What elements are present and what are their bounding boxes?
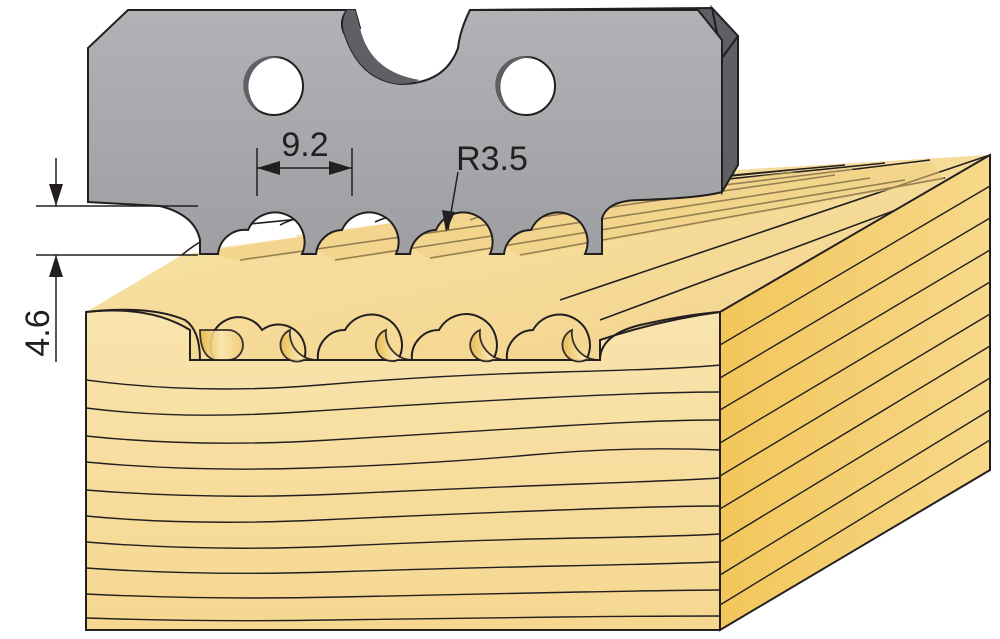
front-flute-hollows — [199, 328, 601, 363]
cutter-blade — [87, 4, 740, 255]
pitch-arrow-left — [257, 161, 280, 175]
dimension-pitch: 9.2 — [256, 126, 353, 196]
depth-arrow-bottom — [49, 255, 63, 277]
mounting-hole-right — [495, 56, 556, 116]
dimension-depth: 4.6 — [19, 158, 198, 362]
front-face-grain — [85, 364, 721, 622]
pitch-arrow-right — [329, 161, 352, 175]
depth-label: 4.6 — [19, 309, 57, 356]
dimension-radius: R3.5 — [442, 140, 528, 232]
end-face-grain — [719, 185, 991, 606]
radius-arrow — [442, 210, 455, 232]
mounting-hole-left — [243, 56, 304, 116]
blade-notch-shadow — [342, 10, 420, 84]
depth-arrow-top — [49, 184, 63, 206]
blade-face — [87, 9, 723, 255]
radius-label: R3.5 — [456, 140, 528, 178]
pitch-label: 9.2 — [281, 126, 328, 164]
